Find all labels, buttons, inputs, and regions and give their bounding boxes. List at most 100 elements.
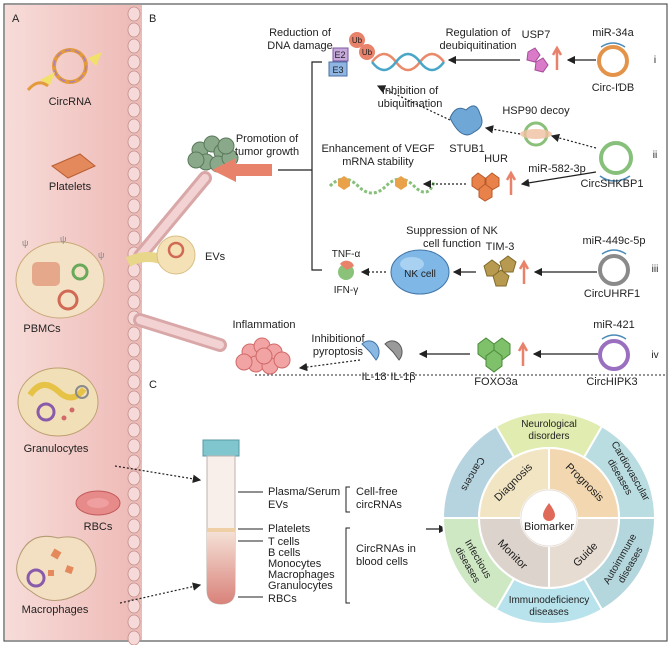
reduction-label-line2: DNA damage [267,40,332,52]
foxo3a-protein-icon [477,337,511,373]
tube-plasma-label: Plasma/Serum [268,486,340,498]
cell-free-bracket [345,486,350,513]
stub1-label: STUB1 [449,143,484,155]
platelet-icon [51,153,96,179]
cell-free-label-line2: circRNAs [356,499,402,511]
promotion-label-line1: Promotion of [236,133,299,145]
arrow-stub1-to-ubiquitin [376,85,451,121]
hur-protein-icon [471,172,500,202]
pbmcs-label: PBMCs [23,323,61,335]
cell-free-label-line1: Cell-free [356,486,398,498]
circ-hipk3-label: CircHIPK3 [586,376,637,388]
ubiquitin-complex-icon [328,32,375,77]
tnf-label: TNF-α [332,249,361,260]
mir34a-label: miR-34a [592,27,634,39]
ub-label-2: Ub [362,48,373,57]
blood-drop-icon [543,503,555,521]
panel-label-c: C [149,379,157,391]
hsp90-decoy-icon [520,121,552,147]
il1b-label: IL-1β [390,371,415,383]
stub1-protein-icon [449,105,483,136]
ifn-label: IFN-γ [334,285,358,296]
hsp90-decoy-label: HSP90 decoy [502,105,570,117]
arrow-circ2-to-hsp90 [550,133,597,149]
inflammation-cell-cluster [235,337,291,375]
upregulation-arrow-ii [505,170,517,195]
biomarker-center-label: Biomarker [524,521,574,533]
nk-cell-label: NK cell [404,269,436,280]
macrophage-icon [16,535,97,601]
pbmc-icon: ψ ψ ψ [15,234,105,319]
usp7-protein-icon [526,47,549,73]
il18-label: IL-18 [361,371,386,383]
inhibition-label-line1: Inhibition of [382,85,439,97]
ev-icon [125,235,196,275]
circ-hipk3-icon [598,334,630,371]
rbc-icon [75,490,121,516]
circrna-icon [26,48,102,91]
panel-label-b: B [149,13,156,25]
nk-label-line2: cell function [423,238,481,250]
pyroptosis-label-line2: pyroptosis [313,346,364,358]
pathway-number-ii: ii [653,150,657,161]
tim3-protein-icon [483,255,517,287]
granulocyte-icon [17,367,99,437]
upregulation-arrow-iv [517,341,529,366]
ub-label-1: Ub [352,36,363,45]
vegf-label-line2: mRNA stability [342,156,414,168]
il18-il1b-icon [361,340,403,361]
circ-ikb-label: Circ-IƊB [592,82,635,94]
vegf-mrna-icon [328,176,436,195]
evs-label: EVs [205,251,226,263]
tube-bcells-label: B cells [268,547,301,559]
tube-tcells-label: T cells [268,536,300,548]
reduction-label-line1: Reduction of [269,27,332,39]
pathway-number-iv: iv [651,350,658,361]
pyroptosis-label-line1: Inhibitionof [311,333,365,345]
tube-platelets-label: Platelets [268,523,311,535]
panel-label-a: A [12,13,20,25]
vessel-branch-lower [133,313,227,352]
blood-vessel-lumen [5,5,142,640]
pathway-number-iii: iii [652,264,659,275]
hur-label: HUR [484,153,508,165]
arrow-macrophages-to-tube [119,582,202,604]
arrow-circ2-to-hur [520,171,597,187]
upregulation-arrow-i [551,45,563,70]
e2-label: E2 [334,50,345,60]
tube-evs-label: EVs [268,499,289,511]
mir449-label: miR-449c-5p [583,235,646,247]
platelets-label: Platelets [49,181,92,193]
tube-rbcs-label: RBCs [268,593,297,605]
circ-uhrf1-icon [598,249,630,286]
svg-text:ψ: ψ [60,234,66,244]
foxo3a-label: FOXO3a [474,376,518,388]
tube-monocytes-label: Monocytes [268,558,322,570]
promotion-arrow [212,158,272,182]
granulocytes-label: Granulocytes [24,443,89,455]
vessel-branch-upper [133,171,212,263]
rbcs-label: RBCs [84,521,113,533]
nk-cell-icon [390,249,450,295]
circ-ikb-icon [597,42,629,77]
dna-helix-icon [371,52,445,72]
upregulation-arrow-iii [518,259,530,284]
vegf-label-line1: Enhancement of VEGF [321,143,434,155]
figure-border [3,3,668,642]
blood-cells-label-line2: blood cells [356,556,408,568]
mir582-label: miR-582-3p [528,163,585,175]
promotion-label-line2: tumor growth [235,146,299,158]
e3-label: E3 [332,65,343,75]
inhibition-label-line2: ubiquitination [378,98,443,110]
tube-granulocytes-label: Granulocytes [268,580,333,592]
tim3-label: TIM-3 [486,241,515,253]
pathway-bracket [311,61,322,271]
circ-shkbp1-label: CircSHKBP1 [581,178,644,190]
arrow-il-to-inflammation [298,359,361,372]
blood-cells-label-line1: CircRNAs in [356,543,416,555]
inflammation-label: Inflammation [233,319,296,331]
macrophages-label: Macrophages [22,604,89,616]
